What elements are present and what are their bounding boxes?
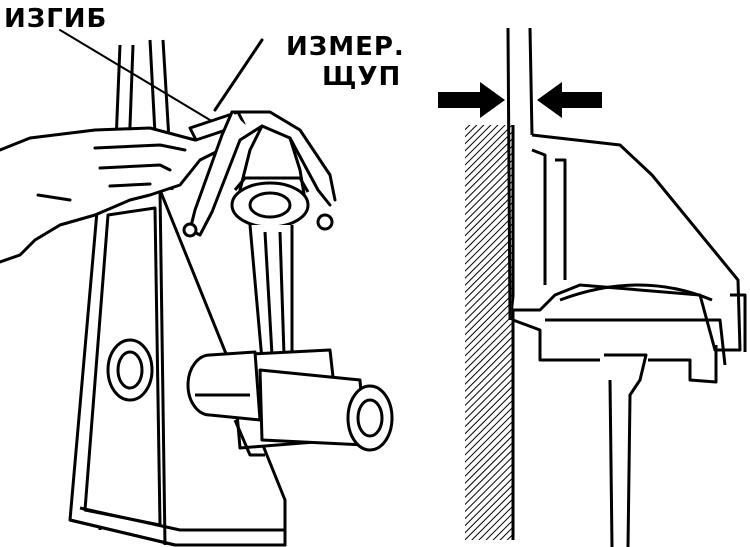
rod-detail — [512, 133, 747, 547]
arbor-shaft — [186, 350, 394, 457]
surface-plate-hatched — [465, 125, 515, 540]
feeler-gauge-label-line1: ИЗМЕР. — [286, 32, 405, 62]
gauge-blade — [506, 27, 534, 321]
feeler-gauge-tool — [59, 29, 337, 238]
bend-label: ИЗГИБ — [4, 4, 108, 34]
arrow-right-icon — [438, 82, 505, 118]
alignment-fixture — [68, 39, 287, 547]
arrow-left-icon — [537, 82, 602, 118]
feeler-gauge-label-line2: ЩУП — [322, 62, 402, 92]
gap-arrows — [438, 82, 602, 118]
hand — [0, 126, 242, 264]
